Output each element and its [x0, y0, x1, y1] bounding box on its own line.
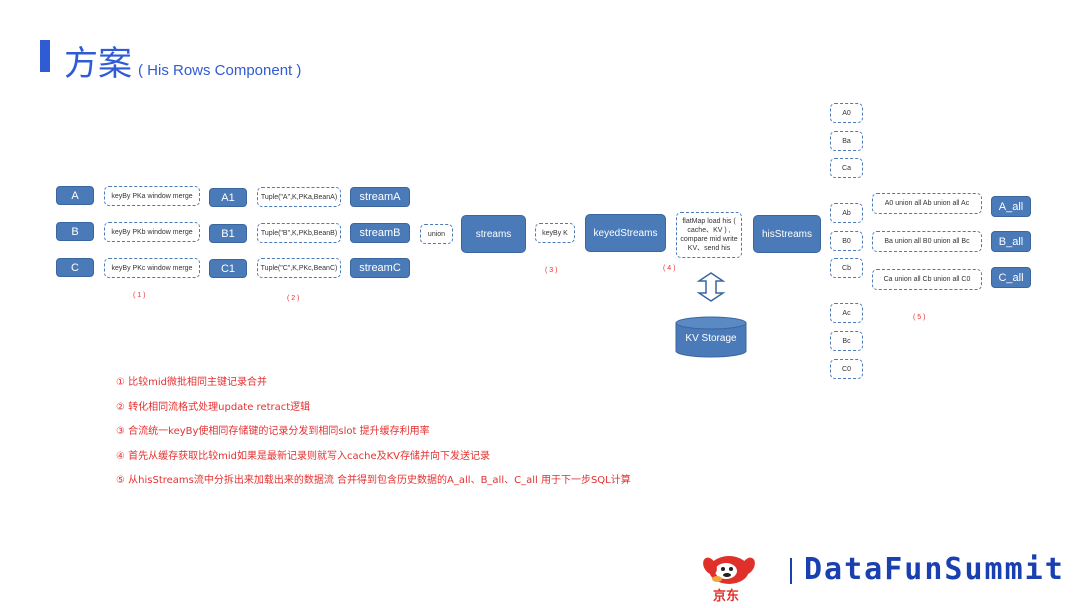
output-all-box-a: A_all	[991, 196, 1031, 217]
union-all-box-c: Ca union all Cb union all C0	[872, 269, 982, 290]
note-item-4: ④ 首先从缓存获取比较mid如果是最新记录则就写入cache及KV存储并向下发送…	[116, 450, 491, 462]
output-box-c0: C0	[830, 359, 863, 379]
page-title: 方案 ( His Rows Component )	[64, 36, 301, 85]
keyed-streams-box: keyedStreams	[585, 214, 666, 252]
source-box-c: C	[56, 258, 94, 277]
title-main: 方案	[64, 44, 132, 84]
output-all-box-b: B_all	[991, 231, 1031, 252]
source-box-b: B	[56, 222, 94, 241]
double-arrow-icon	[696, 272, 726, 302]
datafun-summit-logo: DataFunSummit	[804, 552, 1065, 587]
kv-storage-label: KV Storage	[685, 333, 737, 344]
output-box-ac: Ac	[830, 303, 863, 323]
notes-list: ① 比较mid微批相同主键记录合并 ② 转化相同流格式处理update retr…	[116, 376, 631, 499]
tuple-box-b: Tuple("B",K,PKb,BeanB)	[257, 223, 341, 243]
note-item-3: ③ 合流统一keyBy使相同存储键的记录分发到相同slot 提升缓存利用率	[116, 426, 430, 437]
his-streams-box: hisStreams	[753, 215, 821, 253]
union-all-box-a: A0 union all Ab union all Ac	[872, 193, 982, 214]
step-label-1: ( 1 )	[133, 292, 146, 299]
union-all-box-b: Ba union all B0 union all Bc	[872, 231, 982, 252]
note-item-5: ⑤ 从hisStreams流中分拆出来加载出来的数据流 合并得到包含历史数据的A…	[116, 475, 631, 486]
note-item-1: ① 比较mid微批相同主键记录合并	[116, 377, 268, 388]
union-box: union	[420, 224, 453, 244]
output-box-cb: Cb	[830, 258, 863, 278]
title-accent-bar	[40, 40, 50, 72]
keyby-box-b: keyBy PKb window merge	[104, 222, 200, 242]
flatmap-box: flatMap load his ( cache、KV ) , compare …	[676, 212, 742, 258]
output-all-box-c: C_all	[991, 267, 1031, 288]
tuple-box-c: Tuple("C",K,PKc,BeanC)	[257, 258, 341, 278]
stream-box-a: streamA	[350, 187, 410, 207]
jd-dog-logo-icon	[703, 556, 755, 584]
output-box-b0: B0	[830, 231, 863, 251]
step-label-2: ( 2 )	[287, 295, 300, 302]
keyby-k-box: keyBy K	[535, 223, 575, 243]
note-item-2: ② 转化相同流格式处理update retract逻辑	[116, 401, 311, 413]
output-box-a0: A0	[830, 103, 863, 123]
kv-storage-cylinder-icon	[675, 316, 747, 358]
output-box-ca: Ca	[830, 158, 863, 178]
step-label-4: ( 4 )	[663, 265, 676, 272]
streams-box: streams	[461, 215, 526, 253]
output-box-ab: Ab	[830, 203, 863, 223]
output-box-ba: Ba	[830, 131, 863, 151]
converted-box-c1: C1	[209, 259, 247, 278]
stream-box-b: streamB	[350, 223, 410, 243]
title-subtitle: ( His Rows Component )	[138, 62, 302, 79]
keyby-box-a: keyBy PKa window merge	[104, 186, 200, 206]
converted-box-a1: A1	[209, 188, 247, 207]
source-box-a: A	[56, 186, 94, 205]
step-label-3: ( 3 )	[545, 267, 558, 274]
converted-box-b1: B1	[209, 224, 247, 243]
output-box-bc: Bc	[830, 331, 863, 351]
footer-divider	[790, 558, 792, 584]
tuple-box-a: Tuple("A",K,PKa,BeanA)	[257, 187, 341, 207]
stream-box-c: streamC	[350, 258, 410, 278]
jd-brand-text: 京东	[713, 589, 740, 604]
keyby-box-c: keyBy PKc window merge	[104, 258, 200, 278]
step-label-5: ( 5 )	[913, 314, 926, 321]
